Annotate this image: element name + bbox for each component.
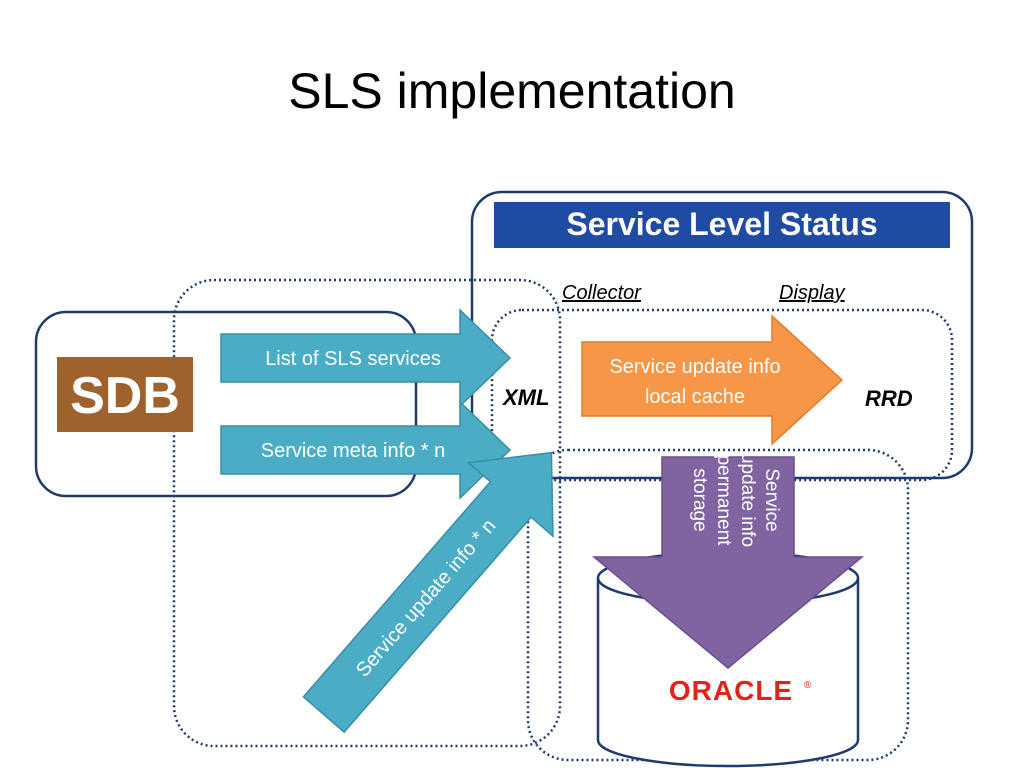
update-info-label: Service update info * n (352, 515, 501, 681)
oracle-logo-text: ORACLE (669, 675, 793, 706)
local-cache-line2: local cache (645, 386, 745, 408)
collector-dotted-box (172, 278, 562, 748)
sdb-logo-text: SDB (70, 367, 180, 425)
sdb-logo (57, 357, 193, 432)
storage-line2: update info (737, 453, 758, 547)
cylinder-body (596, 578, 860, 768)
sls-banner-text: Service Level Status (566, 206, 877, 242)
collector-label: Collector (562, 282, 642, 304)
local-cache-arrow (581, 314, 844, 446)
storage-line3: permanent (713, 455, 734, 547)
slide-title: SLS implementation (288, 63, 736, 119)
storage-line4: storage (689, 468, 710, 531)
storage-label-group: Service update info permanent storage (689, 453, 782, 547)
meta-info-label: Service meta info * n (261, 440, 446, 462)
storage-arrow (591, 456, 865, 669)
sls-banner (494, 202, 950, 248)
list-services-arrow (220, 308, 512, 408)
sdb-container (34, 310, 418, 498)
display-label: Display (779, 282, 846, 304)
local-cache-line1: Service update info (609, 356, 780, 378)
rrd-label: RRD (865, 386, 913, 411)
display-dotted-box (490, 308, 954, 482)
list-services-label: List of SLS services (265, 348, 441, 370)
storage-line1: Service (761, 468, 782, 531)
update-info-arrow (302, 451, 554, 734)
xml-label: XML (501, 385, 549, 410)
oracle-registered-mark: ® (804, 680, 812, 691)
